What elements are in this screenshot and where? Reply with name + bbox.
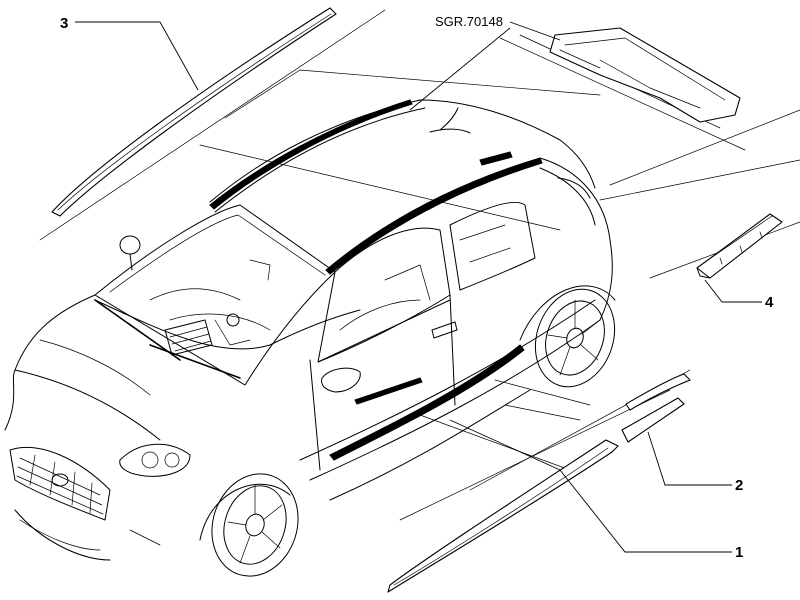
callout-4: 4 bbox=[765, 294, 774, 311]
part-1-side-moulding bbox=[387, 373, 691, 593]
leader-lines bbox=[75, 21, 762, 553]
dashboard-vent bbox=[164, 319, 213, 356]
callout-1: 1 bbox=[735, 544, 743, 561]
rear-wheel bbox=[534, 288, 616, 388]
part-3-roof-moulding bbox=[51, 7, 337, 217]
headlight bbox=[119, 443, 191, 477]
part-2-side-strip bbox=[621, 397, 685, 443]
car-illustration bbox=[4, 99, 616, 577]
front-wheel bbox=[199, 473, 299, 577]
callout-3: 3 bbox=[60, 15, 68, 32]
front-grille bbox=[9, 446, 111, 521]
reference-code: SGR.70148 bbox=[435, 14, 503, 29]
roof-trim-part bbox=[549, 27, 741, 123]
callout-2: 2 bbox=[735, 477, 743, 494]
part-4-rear-bracket bbox=[696, 213, 783, 279]
